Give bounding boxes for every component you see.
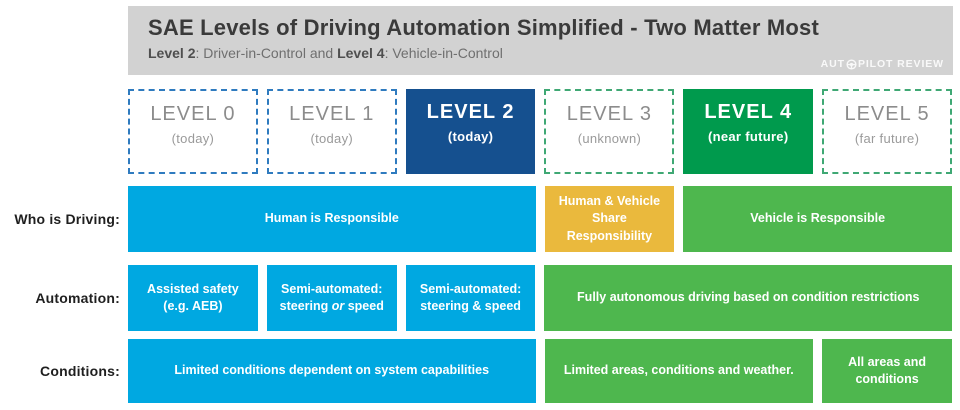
level-1-name: LEVEL 1 bbox=[289, 103, 375, 125]
assisted-line2: (e.g. AEB) bbox=[163, 299, 223, 313]
logo-text-post: PILOT REVIEW bbox=[857, 58, 944, 70]
level-4-box: LEVEL 4 (near future) bbox=[683, 89, 814, 174]
logo-text-pre: AUT bbox=[820, 58, 845, 70]
who-shared-line1: Human & Vehicle bbox=[558, 193, 661, 208]
semi-and-line2: steering & speed bbox=[420, 299, 521, 313]
who-vehicle-cell: Vehicle is Responsible bbox=[683, 186, 952, 252]
conditions-row: Limited conditions dependent on system c… bbox=[128, 339, 952, 403]
semi-or-post: speed bbox=[344, 299, 384, 313]
subtitle-text-1: : Driver-in-Control and bbox=[195, 45, 338, 61]
conditions-all-cell: All areas and conditions bbox=[822, 339, 952, 403]
who-shared-cell: Human & Vehicle Share Responsibility bbox=[544, 186, 675, 252]
level-1-box: LEVEL 1 (today) bbox=[266, 89, 397, 174]
automation-semi-and-cell: Semi-automated: steering & speed bbox=[405, 265, 536, 331]
level-0-box: LEVEL 0 (today) bbox=[128, 89, 258, 174]
conditions-limited-cell: Limited conditions dependent on system c… bbox=[128, 339, 536, 403]
level-1-note: (today) bbox=[310, 131, 354, 146]
level-2-note: (today) bbox=[447, 129, 494, 144]
page-title: SAE Levels of Driving Automation Simplif… bbox=[148, 15, 820, 40]
level-0-note: (today) bbox=[171, 131, 215, 146]
level-5-note: (far future) bbox=[854, 131, 920, 146]
level-4-name: LEVEL 4 bbox=[704, 101, 793, 123]
subtitle-text-2: : Vehicle-in-Control bbox=[384, 45, 503, 61]
automation-assisted-cell: Assisted safety (e.g. AEB) bbox=[128, 265, 258, 331]
level-5-box: LEVEL 5 (far future) bbox=[822, 89, 952, 174]
semi-or-pre: steering bbox=[279, 299, 332, 313]
level-0-name: LEVEL 0 bbox=[150, 103, 236, 125]
who-shared-line2: Share bbox=[592, 211, 627, 226]
semi-or-line1: Semi-automated: bbox=[281, 281, 383, 296]
level-3-box: LEVEL 3 (unknown) bbox=[544, 89, 675, 174]
steering-wheel-icon bbox=[846, 58, 857, 70]
level-2-box: LEVEL 2 (today) bbox=[405, 89, 536, 174]
page-subtitle: Level 2: Driver-in-Control and Level 4: … bbox=[148, 45, 953, 61]
all-areas-line2: conditions bbox=[855, 372, 919, 386]
who-is-driving-row: Human is Responsible Human & Vehicle Sha… bbox=[128, 186, 952, 252]
semi-or-em: or bbox=[331, 299, 345, 313]
level-3-name: LEVEL 3 bbox=[566, 103, 652, 125]
automation-row: Assisted safety (e.g. AEB) Semi-automate… bbox=[128, 265, 952, 331]
who-shared-line3: Responsibility bbox=[566, 228, 653, 243]
who-human-cell: Human is Responsible bbox=[128, 186, 536, 252]
row-label-conditions: Conditions: bbox=[40, 363, 120, 379]
level-4-note: (near future) bbox=[708, 129, 789, 144]
semi-or-line2: steering or speed bbox=[280, 298, 384, 316]
row-label-automation: Automation: bbox=[35, 290, 120, 306]
autopilot-review-logo: AUT PILOT REVIEW bbox=[821, 58, 944, 70]
row-label-who-is-driving: Who is Driving: bbox=[14, 211, 120, 227]
assisted-line1: Assisted safety bbox=[147, 281, 239, 296]
header-banner: SAE Levels of Driving Automation Simplif… bbox=[128, 6, 953, 75]
conditions-areas-cell: Limited areas, conditions and weather. bbox=[544, 339, 814, 403]
subtitle-level2: Level 2 bbox=[148, 45, 196, 61]
level-5-name: LEVEL 5 bbox=[844, 103, 930, 125]
level-boxes-row: LEVEL 0 (today) LEVEL 1 (today) LEVEL 2 … bbox=[128, 89, 952, 174]
automation-semi-or-cell: Semi-automated: steering or speed bbox=[266, 265, 397, 331]
subtitle-level4: Level 4 bbox=[337, 45, 385, 61]
automation-autonomous-cell: Fully autonomous driving based on condit… bbox=[544, 265, 952, 331]
level-2-name: LEVEL 2 bbox=[426, 101, 515, 123]
all-areas-line1: All areas and bbox=[848, 354, 926, 369]
semi-and-line1: Semi-automated: bbox=[419, 281, 522, 296]
level-3-note: (unknown) bbox=[577, 131, 642, 146]
